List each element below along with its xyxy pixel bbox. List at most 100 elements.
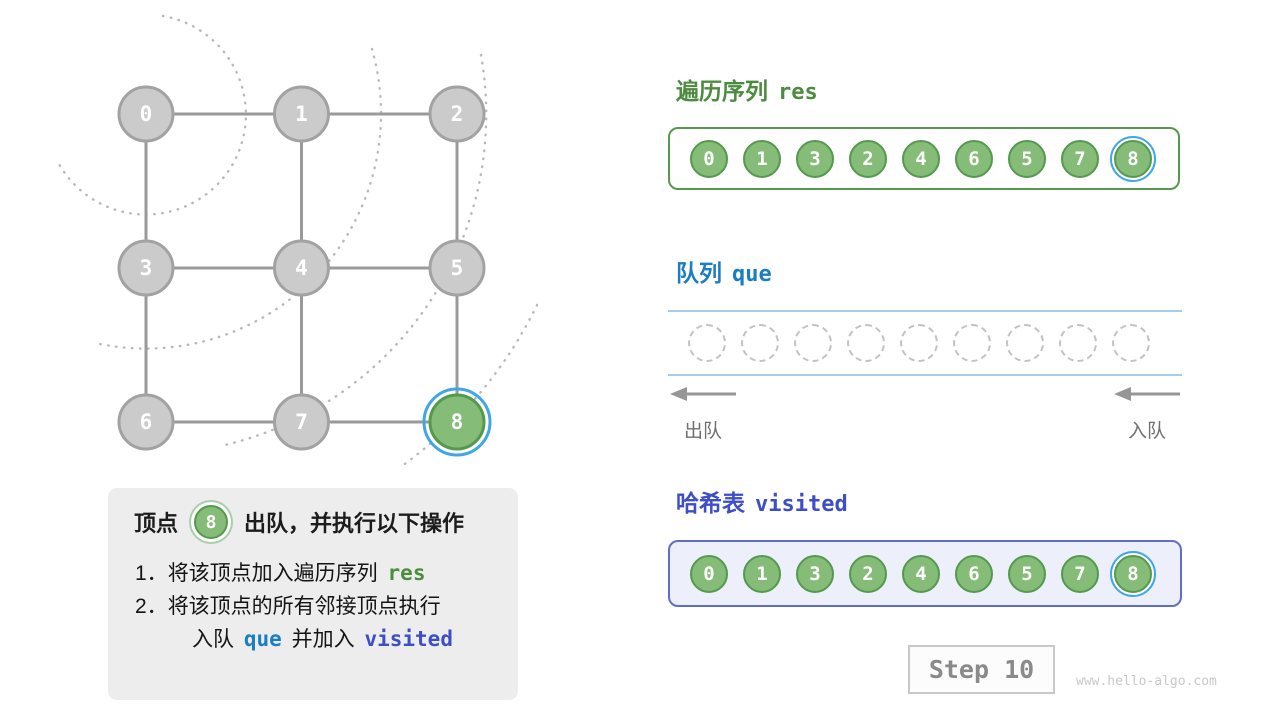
que-heading-zh: 队列 xyxy=(676,260,722,286)
graph-node-8-highlighted: 8 xyxy=(422,387,492,457)
queue-empty-slot xyxy=(1055,320,1101,366)
queue-empty-slot xyxy=(949,320,995,366)
circle-value: 8 xyxy=(1114,554,1152,593)
bfs-wavefront-arc xyxy=(400,303,539,468)
circle-7: 7 xyxy=(1057,551,1103,597)
circle-6: 6 xyxy=(951,136,997,182)
circle-value: 7 xyxy=(1061,554,1099,593)
circle-3: 3 xyxy=(792,136,838,182)
graph-node-1: 1 xyxy=(273,85,330,143)
node-label: 7 xyxy=(295,410,308,434)
empty-slot-circle xyxy=(847,324,885,362)
node-label: 8 xyxy=(451,410,464,434)
que-code: que xyxy=(243,627,282,651)
bfs-wavefront-arc xyxy=(57,14,248,216)
dequeue-arrow-icon xyxy=(668,385,738,408)
que-heading-code: que xyxy=(732,262,772,287)
circle-1: 1 xyxy=(739,136,785,182)
circle-2: 2 xyxy=(845,136,891,182)
circle-value: 7 xyxy=(1061,139,1099,178)
empty-slot-circle xyxy=(900,324,938,362)
visited-heading-code: visited xyxy=(755,492,848,517)
bfs-wavefront-arc xyxy=(223,53,488,447)
circle-8-highlighted: 8 xyxy=(1110,135,1156,182)
graph-node-4: 4 xyxy=(273,239,330,297)
circle-0: 0 xyxy=(686,551,732,597)
watermark: www.hello-algo.com xyxy=(1076,674,1217,689)
visited-panel-heading: 哈希表 visited xyxy=(676,484,848,518)
circle-8-highlighted: 8 xyxy=(1110,550,1156,597)
circle-value: 0 xyxy=(690,554,728,593)
node-body xyxy=(273,393,330,451)
node-label: 2 xyxy=(451,102,464,126)
node-body xyxy=(428,85,486,143)
empty-slot-circle xyxy=(794,324,832,362)
res-code: res xyxy=(387,561,426,585)
node-body xyxy=(117,239,175,297)
circle-value: 2 xyxy=(849,139,887,178)
step-1-text: 将该顶点加入遍历序列 xyxy=(167,562,378,585)
circle-value: 1 xyxy=(743,554,781,593)
queue-empty-slot xyxy=(896,320,942,366)
res-heading-code: res xyxy=(778,80,818,105)
empty-slot-circle xyxy=(1006,324,1044,362)
queue-slots-row xyxy=(668,312,1182,374)
res-heading-zh: 遍历序列 xyxy=(676,78,768,104)
circle-value: 4 xyxy=(902,139,940,178)
info-title: 顶点 8 出队，并执行以下操作 xyxy=(108,488,518,539)
circle-5: 5 xyxy=(1004,136,1050,182)
info-title-prefix: 顶点 xyxy=(134,511,179,536)
circle-6: 6 xyxy=(951,551,997,597)
circle-value: 8 xyxy=(1114,139,1152,178)
visited-heading-zh: 哈希表 xyxy=(676,490,745,516)
circle-2: 2 xyxy=(845,551,891,597)
circle-1: 1 xyxy=(739,551,785,597)
circle-value: 0 xyxy=(690,139,728,178)
graph-node-3: 3 xyxy=(117,239,175,297)
enqueue-label: 入队 xyxy=(1128,421,1167,442)
circle-5: 5 xyxy=(1004,551,1050,597)
info-step-1: 1．将该顶点加入遍历序列 res xyxy=(108,557,518,590)
node-body xyxy=(273,85,330,143)
node-label: 4 xyxy=(295,256,308,280)
queue-empty-slot xyxy=(790,320,836,366)
node-label: 3 xyxy=(140,256,153,280)
operation-info-box: 顶点 8 出队，并执行以下操作 1．将该顶点加入遍历序列 res 2．将该顶点的… xyxy=(108,488,518,700)
step-2b-pre: 入队 xyxy=(192,628,234,651)
queue-empty-slot xyxy=(843,320,889,366)
info-title-suffix: 出队，并执行以下操作 xyxy=(244,511,465,536)
node-body xyxy=(428,239,486,297)
empty-slot-circle xyxy=(953,324,991,362)
queue-panel-heading: 队列 que xyxy=(676,254,772,288)
queue-empty-slot xyxy=(737,320,783,366)
circle-value: 3 xyxy=(796,554,834,593)
circle-value: 6 xyxy=(955,139,993,178)
empty-slot-circle xyxy=(1112,324,1150,362)
highlight-ring xyxy=(422,387,492,457)
step-2-number: 2． xyxy=(135,595,168,618)
step-indicator: Step 10 xyxy=(908,645,1055,694)
circle-value: 5 xyxy=(1008,139,1046,178)
graph-node-0: 0 xyxy=(117,85,175,143)
vertex-chip: 8 xyxy=(194,505,229,539)
info-step-2: 2．将该顶点的所有邻接顶点执行 xyxy=(108,590,518,623)
node-body xyxy=(273,239,330,297)
queue-empty-slot xyxy=(684,320,730,366)
node-label: 6 xyxy=(140,410,153,434)
graph-node-6: 6 xyxy=(117,393,175,451)
circle-value: 2 xyxy=(849,554,887,593)
circle-value: 4 xyxy=(902,554,940,593)
step-label: Step 10 xyxy=(928,655,1035,684)
node-body xyxy=(117,393,175,451)
queue-empty-slot xyxy=(1108,320,1154,366)
circle-value: 3 xyxy=(796,139,834,178)
step-2-text: 将该顶点的所有邻接顶点执行 xyxy=(167,595,441,618)
enqueue-arrow-icon xyxy=(1112,385,1182,408)
circle-value: 6 xyxy=(955,554,993,593)
graph-node-7: 7 xyxy=(273,393,330,451)
